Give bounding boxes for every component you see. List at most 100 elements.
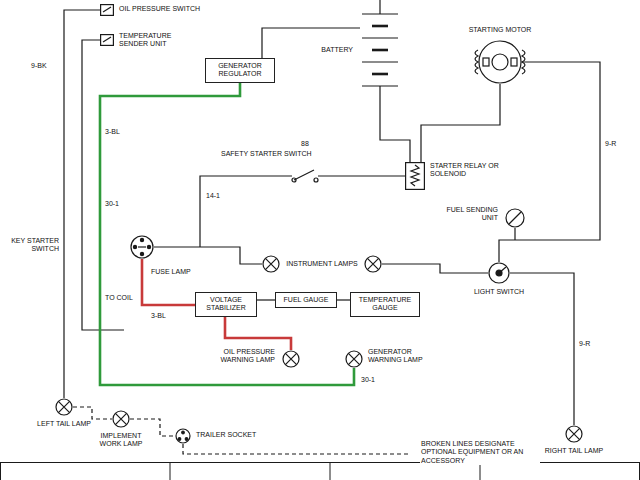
component-label: INSTRUMENT LAMPS	[285, 260, 358, 268]
component-symbol: KEY STARTER SWITCH	[130, 235, 154, 259]
lamp-symbol	[56, 399, 72, 415]
component-label: OIL PRESSURE SWITCH	[118, 5, 201, 13]
component-label: SAFETY STARTER SWITCH	[220, 150, 313, 158]
note-text: BROKEN LINES DESIGNATE OPTIONAL EQUIPMEN…	[420, 440, 540, 465]
lamp-symbol	[113, 411, 129, 427]
lamp-symbol	[566, 426, 582, 442]
motor-brush	[483, 58, 489, 66]
motor-brush	[511, 58, 517, 66]
wire-code: 3-BL	[150, 312, 167, 320]
relay-coil	[411, 165, 419, 186]
wire-connector	[142, 259, 195, 305]
lamp-bulb	[283, 351, 299, 367]
key-switch-body	[131, 236, 153, 258]
key-symbol	[131, 236, 153, 258]
component-label: LIGHT SWITCH	[473, 288, 525, 296]
component-symbol: INSTRUMENT LAMPS	[262, 255, 382, 273]
component-symbol: OIL PRESSURE SWITCH	[100, 4, 114, 16]
symbol-outline	[505, 208, 525, 228]
wire-code: 30-1	[360, 376, 376, 384]
switch-contact	[103, 37, 111, 42]
component-label: KEY STARTER SWITCH	[4, 237, 60, 254]
lamp-bulb	[113, 411, 129, 427]
key-terminal	[147, 245, 150, 248]
battery-plate	[372, 73, 388, 76]
wire-code: 30-1	[104, 200, 120, 208]
wire-connector	[100, 83, 354, 385]
symbol-outline	[282, 350, 300, 368]
socket-symbol	[176, 429, 190, 443]
lamp-filament	[265, 258, 276, 269]
lamp-filament	[58, 401, 69, 412]
lamp-filament	[367, 258, 378, 269]
symbol-outline	[290, 168, 320, 184]
component-symbol: LIGHT SWITCH	[488, 262, 510, 284]
socket-pin	[185, 438, 188, 441]
key-terminal	[133, 245, 136, 248]
battery-lead	[379, 8, 380, 14]
wire-code: FUSE LAMP	[150, 268, 192, 276]
switch-body	[101, 5, 114, 16]
wire	[262, 28, 360, 58]
lamp-filament	[115, 413, 126, 424]
lamp-filament	[285, 353, 296, 364]
battery-lead	[379, 86, 380, 98]
battery-plate	[362, 37, 398, 38]
switch-lead	[290, 175, 320, 176]
field-coil	[522, 50, 525, 74]
wire	[200, 176, 290, 247]
lamp-bulb	[263, 256, 279, 272]
lamp-bulb	[365, 256, 381, 272]
wire-code: TO COIL	[104, 294, 134, 302]
component-label: OIL PRESSURE WARNING LAMP	[200, 348, 276, 365]
wire-connector	[154, 247, 262, 264]
component-symbol: LEFT TAIL LAMP	[55, 398, 73, 416]
switch-body	[101, 35, 114, 46]
symbol-outline	[100, 34, 114, 46]
optional-wire	[183, 444, 410, 454]
wires	[64, 0, 600, 398]
component-symbol: TEMPERATURE SENDER UNIT	[100, 34, 114, 46]
table-frame	[1, 462, 640, 480]
component-label: GENERATOR WARNING LAMP	[367, 348, 439, 365]
table-border	[1, 463, 640, 480]
sw-symbol	[101, 35, 114, 46]
wire-code: 3-BL	[104, 128, 121, 136]
key-terminal	[140, 252, 143, 255]
symbol-outline	[478, 40, 522, 84]
sw-symbol	[101, 5, 114, 16]
motor-symbol	[479, 41, 521, 83]
symbol-outline	[565, 425, 583, 443]
field-coil	[475, 50, 478, 74]
component-label: RIGHT TAIL LAMP	[544, 447, 604, 455]
switch-lever	[294, 170, 314, 180]
switch-contact	[103, 7, 111, 12]
sender-arm	[509, 212, 521, 224]
component-label: IMPLEMENT WORK LAMP	[90, 432, 152, 449]
wire-connector	[337, 299, 350, 300]
optional-wires	[73, 407, 410, 454]
key-blade	[138, 246, 146, 247]
battery-plate	[372, 25, 388, 28]
component-label: TEMPERATURE GAUGE	[355, 296, 415, 313]
lamp-filament	[348, 353, 359, 364]
symbol-outline	[112, 410, 130, 428]
component-label: TEMPERATURE SENDER UNIT	[118, 32, 190, 49]
component-label: TRAILER SOCKET	[195, 431, 257, 439]
key-terminal	[140, 238, 143, 241]
component-box: GENERATOR REGULATOR	[205, 58, 275, 83]
wire-connector	[257, 299, 275, 300]
battery-plate	[372, 49, 388, 52]
symbol-outline	[488, 262, 510, 284]
optional-wire	[73, 407, 112, 419]
wire-code: 88	[300, 140, 310, 148]
symbol-outline	[405, 162, 425, 190]
wire	[514, 228, 515, 240]
component-box: TEMPERATURE GAUGE	[350, 292, 420, 317]
socket-body	[176, 429, 190, 443]
component-label: BATTERY	[320, 46, 354, 54]
battery-plate	[362, 61, 398, 62]
